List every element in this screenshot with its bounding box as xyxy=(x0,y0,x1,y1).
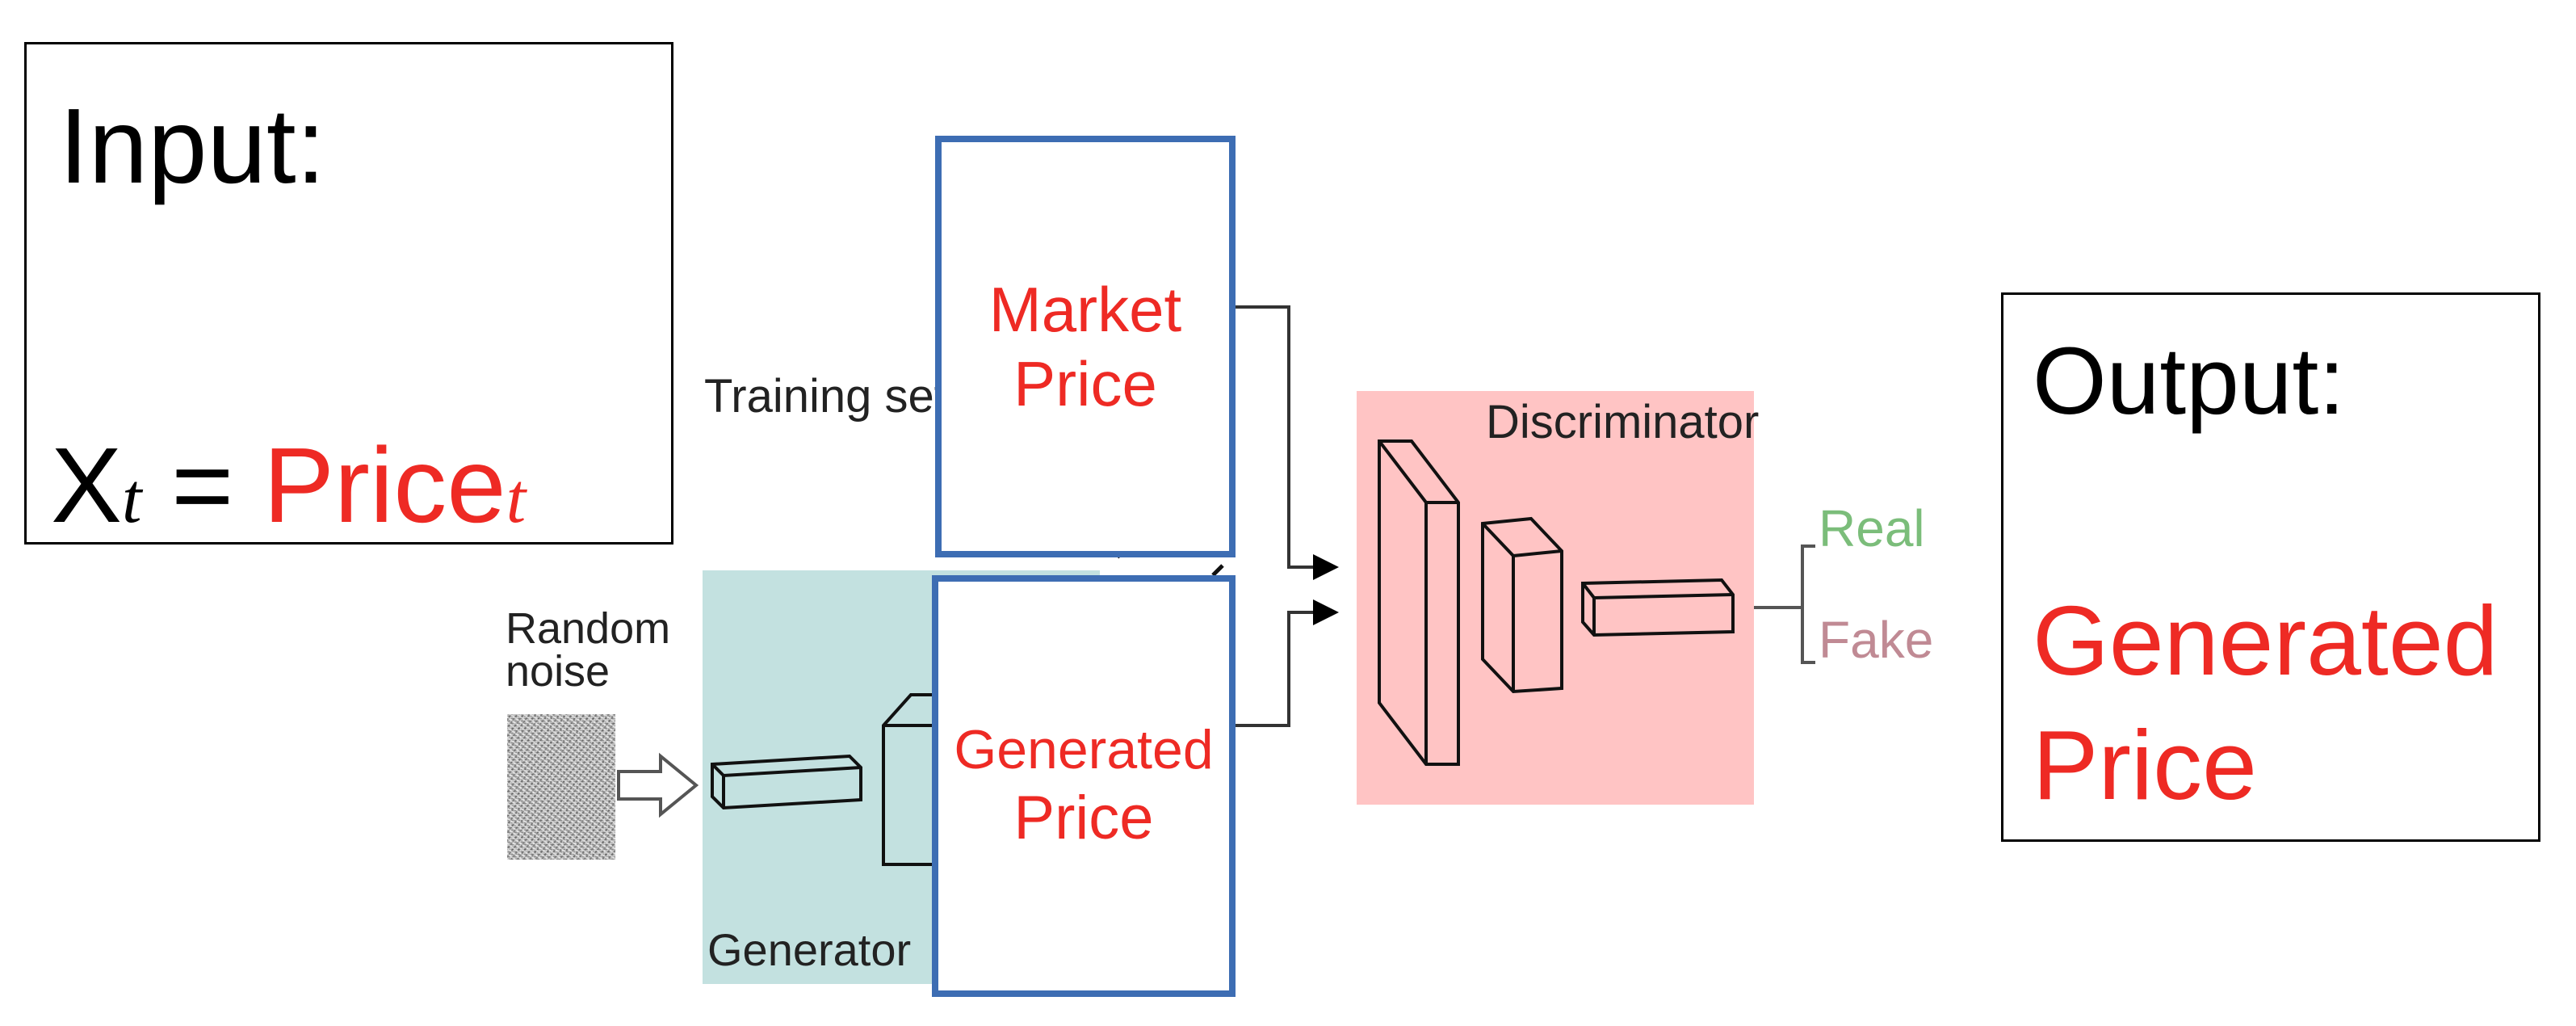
input-formula: Xt = Pricet xyxy=(51,432,526,539)
fake-label: Fake xyxy=(1819,611,1934,669)
random-noise-label: Random noise xyxy=(506,604,671,696)
market-price-line-1: Market xyxy=(988,273,1182,345)
noise-arrow-icon xyxy=(617,752,699,818)
formula-variable-subscript: t xyxy=(122,460,142,538)
discriminator-layer-2 xyxy=(1481,516,1563,694)
output-value: Generated Price xyxy=(2033,586,2498,820)
formula-equals: = xyxy=(141,426,263,545)
training-set-label: Training set xyxy=(704,370,947,423)
input-title: Input: xyxy=(59,86,326,205)
input-box: Input: Xt = Pricet xyxy=(24,42,673,545)
generator-layer-1 xyxy=(711,754,862,810)
formula-value-subscript: t xyxy=(506,460,527,538)
generated-price-box: Generated Price xyxy=(932,575,1236,997)
output-box: Output: Generated Price xyxy=(2001,292,2540,842)
formula-value: Price xyxy=(262,426,506,545)
generated-price-line-2: Price xyxy=(1013,784,1154,853)
discriminator-layer-1 xyxy=(1378,439,1460,766)
discriminator-label: Discriminator xyxy=(1486,396,1760,448)
generator-label: Generator xyxy=(707,924,912,975)
market-price-line-2: Price xyxy=(1013,348,1157,419)
generated-price-line-1: Generated xyxy=(954,719,1214,781)
random-noise-image xyxy=(507,714,615,860)
market-to-discriminator-line xyxy=(1236,305,1339,580)
tick-mark xyxy=(1211,564,1224,577)
market-price-box: Market Price xyxy=(935,136,1236,557)
formula-variable: X xyxy=(51,426,123,545)
discriminator-output-bracket xyxy=(1754,545,1815,664)
real-label: Real xyxy=(1819,499,1925,557)
discriminator-panel xyxy=(1357,391,1754,805)
generator-layer-2 xyxy=(882,693,938,866)
output-title: Output: xyxy=(2033,328,2346,435)
discriminator-layer-3 xyxy=(1581,578,1735,637)
generated-to-discriminator-line xyxy=(1236,599,1339,727)
